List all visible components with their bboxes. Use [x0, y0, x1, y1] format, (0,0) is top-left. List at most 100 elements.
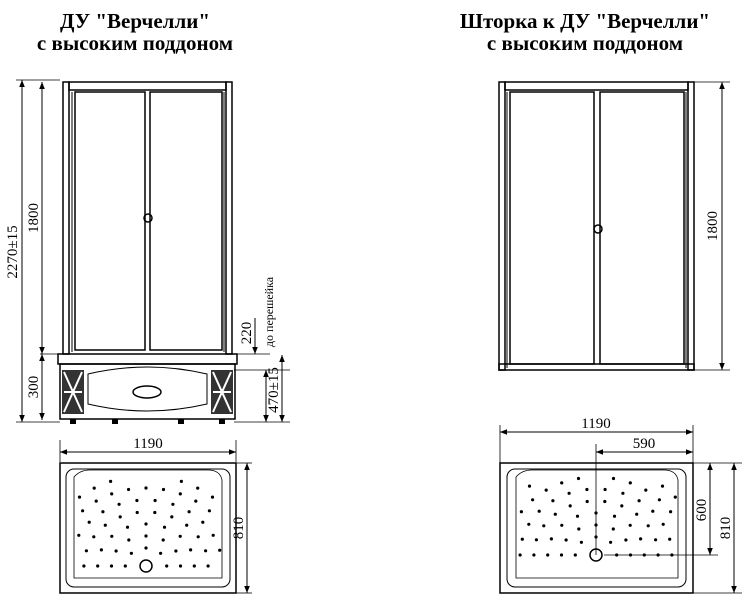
texture-dot [546, 553, 550, 557]
texture-dot [657, 498, 662, 502]
texture-dot [544, 488, 548, 492]
texture-dot [620, 504, 624, 508]
cabin-left-post [62, 81, 70, 355]
screen-tray-plan: 1190 590 600 810 [499, 416, 742, 594]
texture-dot [568, 504, 572, 508]
right-title-line1: Шторка к ДУ "Верчелли" [459, 9, 711, 33]
screen-right-post [687, 81, 695, 371]
texture-dot [218, 548, 222, 552]
texture-dot [609, 540, 613, 544]
texture-dot [635, 512, 639, 516]
texture-dot [179, 479, 183, 483]
texture-dot [519, 510, 524, 514]
texture-dot [135, 498, 139, 503]
texture-dot [668, 537, 672, 541]
cabin-front-view: 2270±15 1800 300 220 до перешейка 470±15 [5, 79, 290, 424]
texture-dot [153, 510, 157, 515]
texture-dot [206, 564, 210, 568]
texture-dot [194, 499, 198, 503]
texture-dot [611, 476, 616, 481]
texture-dot [171, 502, 175, 506]
tray-body [59, 363, 236, 420]
texture-dot [527, 522, 531, 526]
cabin-right-post [225, 81, 233, 355]
texture-dot [77, 495, 82, 499]
texture-dot [573, 553, 577, 557]
tray-plan-inner [65, 468, 231, 588]
texture-dot [542, 524, 546, 528]
dim-width-right: 1190 [581, 416, 610, 432]
texture-dot [109, 479, 113, 483]
dim-drain-y: 600 [694, 499, 710, 522]
cabin-top-rail [68, 81, 227, 91]
screen-bottom-rail [498, 363, 695, 371]
texture-dot [178, 492, 182, 496]
texture-dot [603, 499, 607, 504]
texture-dot [165, 564, 169, 568]
texture-dot [579, 540, 584, 544]
texture-dot [178, 534, 182, 538]
texture-dot [534, 538, 539, 542]
texture-dot [575, 514, 580, 518]
dim-width-left: 1190 [133, 436, 162, 452]
texture-dot [144, 486, 148, 490]
texture-dot [518, 553, 522, 557]
texture-dot [594, 511, 598, 515]
dim-overall-height: 2270±15 [5, 225, 21, 278]
texture-dot [603, 487, 607, 492]
texture-dot [660, 484, 665, 488]
dim-tray-total: 470±15 [266, 367, 282, 413]
texture-dot [118, 515, 122, 519]
texture-dot [531, 498, 535, 502]
texture-dot [628, 523, 632, 527]
texture-dot [624, 538, 628, 542]
texture-dot [87, 520, 91, 524]
texture-dot [129, 551, 133, 555]
left-title-line1: ДУ "Верчелли" [60, 9, 210, 33]
texture-dot [94, 499, 98, 503]
texture-dot [123, 564, 127, 568]
dim-glass-height-right: 1800 [705, 211, 721, 241]
texture-dot [551, 499, 555, 503]
screen-handle-icon [593, 224, 603, 234]
texture-dot [96, 564, 100, 568]
tray-apron [87, 366, 208, 412]
texture-dot [192, 564, 196, 568]
texture-dot [639, 537, 643, 541]
texture-dot [103, 523, 107, 527]
texture-dot [153, 498, 157, 503]
texture-dot [161, 487, 166, 492]
texture-dot [144, 534, 148, 538]
tray-plan-outer [59, 462, 237, 594]
right-title: Шторка к ДУ "Верчелли" с высоким поддоно… [420, 10, 750, 54]
texture-dot [101, 510, 105, 514]
texture-dot [520, 537, 524, 541]
right-title-line2: с высоким поддоном [486, 31, 684, 55]
texture-dot [110, 492, 114, 496]
texture-dot [82, 564, 86, 568]
texture-dot [559, 553, 564, 557]
screen-tray-outer [499, 462, 694, 594]
texture-dot [174, 549, 178, 553]
texture-dot [125, 525, 130, 529]
left-title: ДУ "Верчелли" с высоким поддоном [0, 10, 270, 54]
texture-dot [161, 538, 165, 542]
tray-plan-drain-right-icon [589, 548, 603, 562]
texture-dot [577, 527, 581, 531]
texture-dot [211, 533, 215, 537]
dim-glass-height-left: 1800 [26, 203, 42, 233]
texture-dot [201, 520, 205, 524]
texture-dot [117, 502, 121, 506]
texture-dot [651, 509, 655, 513]
texture-dot [187, 510, 191, 514]
screen-door-right [599, 91, 685, 365]
dim-lintel-note: до перешейка [262, 276, 276, 347]
texture-dot [178, 564, 183, 568]
texture-dot [537, 509, 541, 513]
texture-dot [196, 535, 200, 539]
texture-dot [210, 495, 215, 499]
texture-dot [669, 510, 673, 514]
texture-dot [527, 484, 532, 488]
texture-dot [170, 515, 174, 519]
texture-dot [585, 499, 589, 504]
